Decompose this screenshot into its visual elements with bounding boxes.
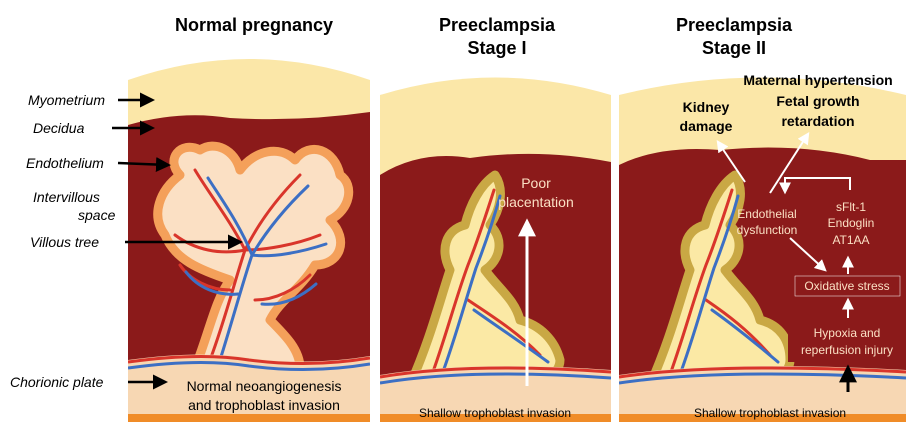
- factor-at1aa: AT1AA: [832, 233, 869, 247]
- normal-title: Normal pregnancy: [175, 15, 333, 35]
- factor-sflt1: sFlt-1: [836, 200, 866, 214]
- fetal-growth-line2: retardation: [781, 113, 854, 129]
- stage2-title-line1: Preeclampsia: [676, 15, 793, 35]
- normal-bottom-line2: and trophoblast invasion: [188, 397, 340, 413]
- panel-stage2: [619, 78, 906, 422]
- endothelial-line2: dysfunction: [737, 223, 798, 237]
- panel-stage1: [380, 78, 611, 422]
- endothelium-label: Endothelium: [26, 155, 104, 171]
- stage1-bottom-text: Shallow trophoblast invasion: [419, 406, 571, 420]
- oxidative-stress-text: Oxidative stress: [804, 279, 889, 293]
- fetal-growth-line1: Fetal growth: [776, 93, 859, 109]
- stage1-title-line1: Preeclampsia: [439, 15, 556, 35]
- poor-placentation-line2: placentation: [498, 194, 574, 210]
- chorionic-plate-label: Chorionic plate: [10, 374, 104, 390]
- decidua-label: Decidua: [33, 120, 85, 136]
- myometrium-label: Myometrium: [28, 92, 105, 108]
- kidney-damage-line1: Kidney: [683, 99, 730, 115]
- stage2-bottom-text: Shallow trophoblast invasion: [694, 406, 846, 420]
- stage2-title-line2: Stage II: [702, 38, 766, 58]
- panel-normal: [128, 59, 370, 422]
- poor-placentation-line1: Poor: [521, 175, 551, 191]
- kidney-damage-line2: damage: [680, 118, 733, 134]
- maternal-hypertension: Maternal hypertension: [743, 72, 892, 88]
- normal-bottom-line1: Normal neoangiogenesis: [187, 378, 342, 394]
- hypoxia-line1: Hypoxia and: [814, 326, 881, 340]
- hypoxia-line2: reperfusion injury: [801, 343, 893, 357]
- factor-endoglin: Endoglin: [828, 216, 875, 230]
- intervillous-label: Intervillous: [33, 189, 100, 205]
- stage1-title-line2: Stage I: [467, 38, 526, 58]
- endothelial-line1: Endothelial: [737, 207, 796, 221]
- space-label: space: [78, 207, 116, 223]
- villous-tree-label: Villous tree: [30, 234, 99, 250]
